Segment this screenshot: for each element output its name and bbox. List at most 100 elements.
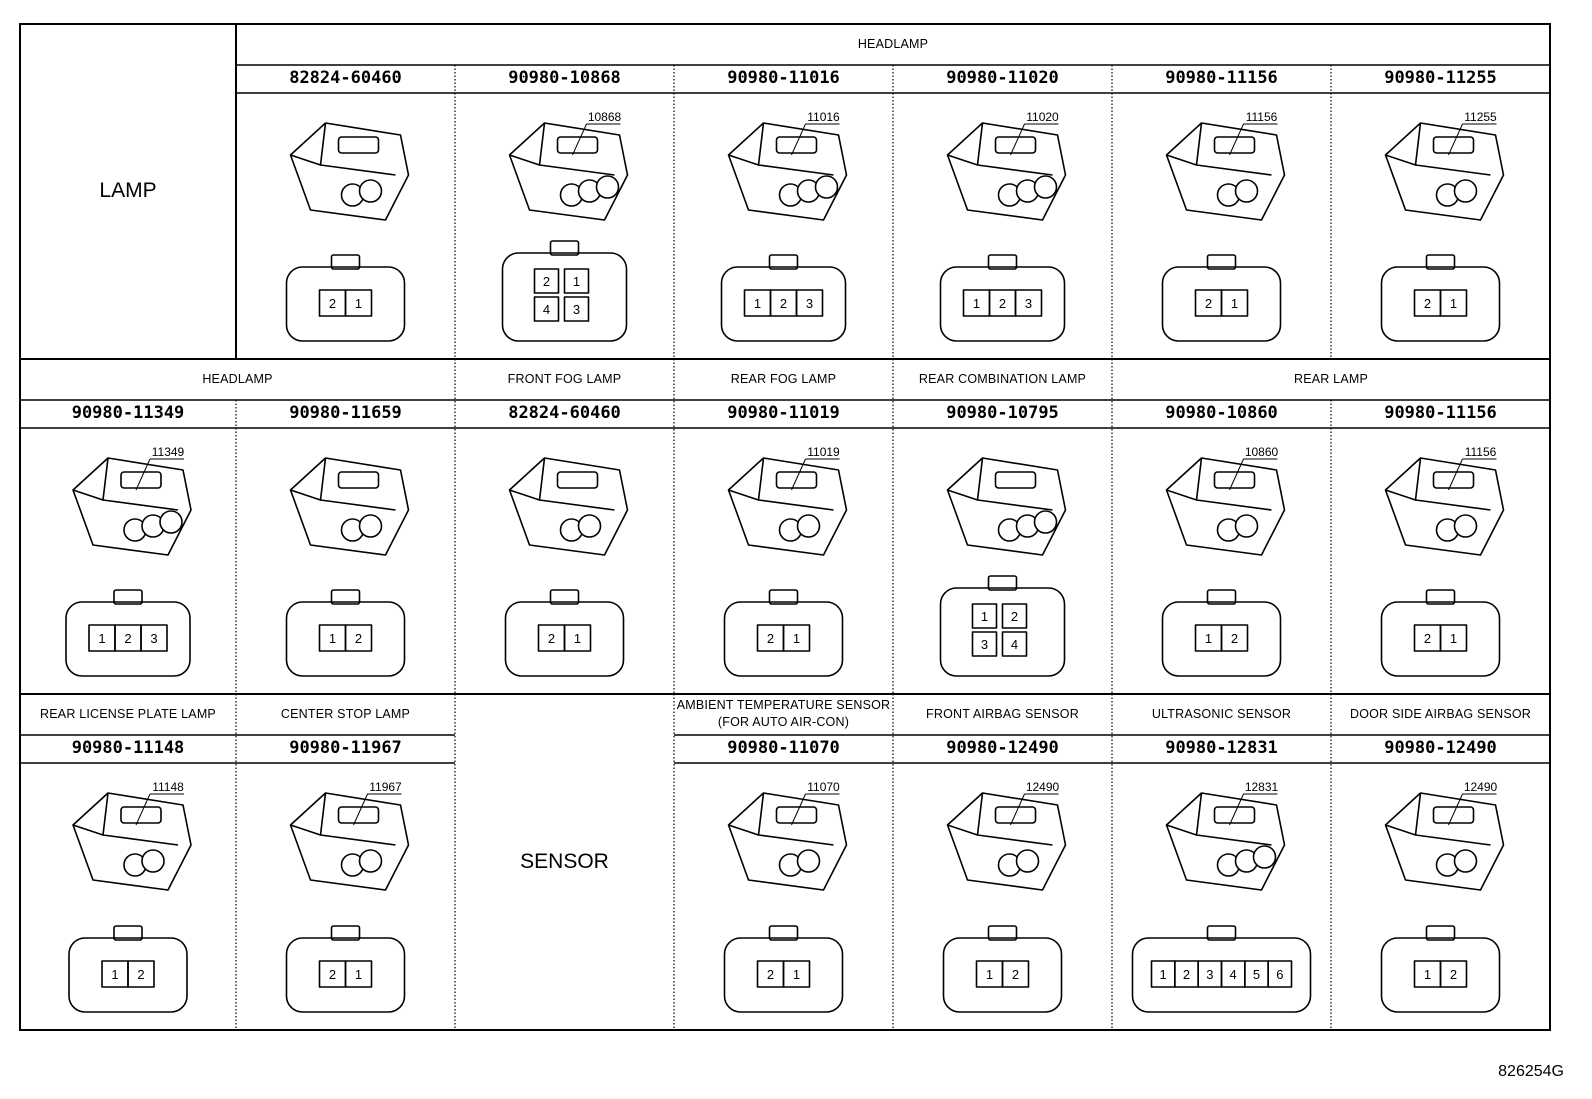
pin-number: 4: [1011, 637, 1018, 652]
pin-number: 2: [548, 631, 555, 646]
pin-cavity: [1439, 960, 1468, 988]
pin-number: 1: [1450, 296, 1457, 311]
pin-cavity: [127, 960, 155, 988]
part-number: 82824-60460: [289, 68, 402, 89]
terminal-opening: [1453, 179, 1478, 203]
callout-label: 12490: [1464, 780, 1498, 794]
pin-number: 2: [1205, 296, 1212, 311]
callout-leader: [1010, 793, 1025, 826]
pin-number: 1: [98, 631, 105, 646]
pin-number: 2: [543, 274, 550, 289]
pin-number: 3: [806, 296, 813, 311]
callout-label: 11020: [1026, 110, 1059, 124]
callout-label: 11156: [1246, 110, 1278, 124]
terminal-opening: [1252, 845, 1277, 869]
pin-cavity: [1267, 960, 1293, 988]
terminal-opening: [159, 510, 183, 534]
terminal-opening: [358, 179, 383, 203]
callout-leader: [1229, 458, 1244, 491]
callout-label: 11070: [807, 780, 840, 794]
terminal-opening: [1033, 510, 1058, 534]
pin-number: 2: [999, 296, 1006, 311]
section-header-rear-fog-lamp: REAR FOG LAMP: [730, 371, 837, 386]
part-number: 90980-10795: [946, 403, 1059, 424]
figure-code: 826254G: [1498, 1063, 1564, 1080]
callout-leader: [1448, 458, 1463, 491]
callout-label: 12490: [1026, 780, 1060, 794]
connector-face-outline: [68, 937, 188, 1013]
pin-number: 1: [793, 967, 800, 982]
callout-leader: [791, 793, 806, 826]
callout-label: 11967: [369, 780, 402, 794]
pin-number: 1: [111, 967, 118, 982]
section-header-rear-lamp: REAR LAMP: [1293, 371, 1369, 386]
pin-cavity: [563, 296, 590, 322]
pin-number: 3: [150, 631, 157, 646]
callout-leader: [135, 793, 151, 826]
pin-number: 3: [1206, 967, 1213, 982]
section-header-door-side-airbag-sensor: DOOR SIDE AIRBAG SENSOR: [1349, 706, 1532, 721]
pin-cavity: [140, 624, 168, 652]
pin-number: 2: [767, 967, 774, 982]
pin-cavity: [563, 624, 592, 652]
terminal-opening: [796, 849, 821, 873]
pin-number: 2: [1011, 609, 1018, 624]
connector-face-outline: [1161, 601, 1282, 677]
callout-label: 11016: [807, 110, 840, 124]
pin-cavity: [344, 624, 373, 652]
pin-number: 1: [355, 967, 362, 982]
callout-leader: [1229, 123, 1244, 156]
callout-leader: [1448, 123, 1463, 156]
callout-leader: [353, 793, 368, 826]
terminal-opening: [358, 514, 383, 538]
section-header-headlamp: HEADLAMP: [857, 36, 929, 51]
pin-number: 6: [1276, 967, 1283, 982]
pin-number: 2: [1183, 967, 1190, 982]
part-number: 90980-11019: [727, 403, 840, 424]
connector-face-outline: [285, 266, 406, 342]
pin-cavity: [1001, 960, 1030, 988]
section-header-ultrasonic-sensor: ULTRASONIC SENSOR: [1151, 706, 1292, 721]
pin-number: 2: [329, 967, 336, 982]
pin-number: 3: [1025, 296, 1032, 311]
terminal-opening: [595, 175, 620, 199]
callout-leader: [135, 458, 151, 491]
callout-label: 12831: [1245, 780, 1279, 794]
terminal-opening: [1234, 179, 1259, 203]
pin-number: 2: [329, 296, 336, 311]
group-label-lamp: LAMP: [99, 179, 157, 203]
pin-cavity: [971, 631, 998, 657]
part-number: 90980-11148: [71, 738, 185, 759]
part-number: 90980-12490: [946, 738, 1059, 759]
pin-number: 2: [1012, 967, 1019, 982]
part-number: 82824-60460: [508, 403, 621, 424]
pin-number: 3: [573, 302, 580, 317]
section-header-center-stop-lamp: CENTER STOP LAMP: [280, 706, 411, 721]
connector-face-outline: [723, 937, 844, 1013]
pin-number: 1: [1160, 967, 1167, 982]
pin-number: 1: [1450, 631, 1457, 646]
pin-number: 4: [1230, 967, 1237, 982]
pin-number: 5: [1253, 967, 1260, 982]
connector-face-outline: [942, 937, 1063, 1013]
connector-sketch: 11967 2 1: [285, 780, 410, 1013]
